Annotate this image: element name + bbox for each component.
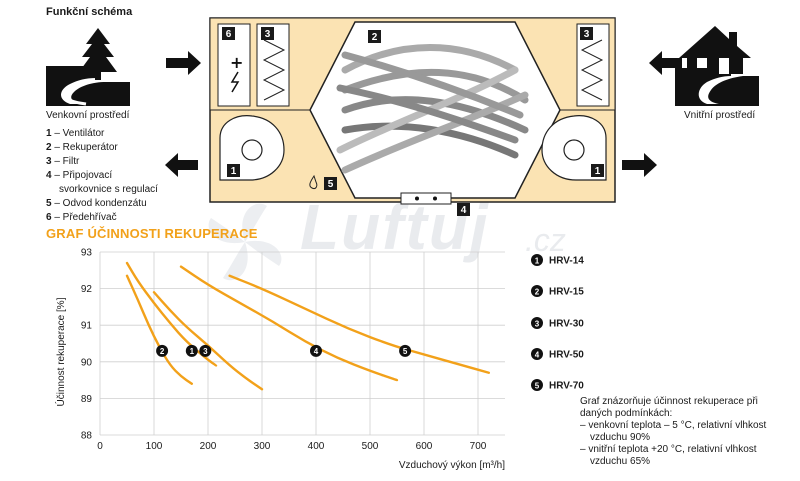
x-tick-label: 300 bbox=[254, 441, 271, 452]
series-line-hrv-14 bbox=[125, 261, 218, 367]
svg-text:HRV-15: HRV-15 bbox=[549, 287, 584, 298]
series-marker-label: 4 bbox=[314, 347, 319, 356]
watermark-tld: .cz bbox=[525, 222, 566, 258]
condensate-drop-icon bbox=[309, 174, 318, 189]
arrow-return-icon bbox=[649, 51, 682, 75]
note-line: – venkovní teplota – 5 °C, relativní vlh… bbox=[580, 420, 767, 431]
chart-note: Graf znázorňuje účinnost rekuperace při … bbox=[580, 396, 766, 468]
x-tick-label: 600 bbox=[416, 441, 433, 452]
badge-preheater: 6 bbox=[226, 29, 232, 40]
svg-text:3: 3 bbox=[535, 320, 540, 329]
y-tick-label: 90 bbox=[81, 357, 93, 368]
y-tick-label: 89 bbox=[81, 394, 93, 405]
chart-grid bbox=[99, 251, 505, 436]
series-marker-hrv-70 bbox=[399, 344, 412, 357]
series-marker-label: 2 bbox=[160, 347, 165, 356]
inside-label: Vnitřní prostředí bbox=[684, 110, 756, 121]
series-key-item: 3 HRV-30 bbox=[531, 317, 584, 330]
svg-text:4: 4 bbox=[535, 351, 540, 360]
arrow-intake-icon bbox=[166, 51, 201, 75]
outdoor-tree-icon bbox=[46, 28, 130, 106]
series-key-item: 4 HRV-50 bbox=[531, 348, 584, 361]
badge-drain: 5 bbox=[328, 179, 334, 190]
x-tick-label: 500 bbox=[362, 441, 379, 452]
efficiency-chart: 0 100 200 300 400 500 600 700 88 89 90 91 92 93 1 2 3 4 5… bbox=[54, 248, 505, 472]
flow-arrows bbox=[165, 51, 682, 177]
series-line-hrv-15 bbox=[125, 274, 193, 385]
svg-text:5: 5 bbox=[535, 382, 540, 391]
legend-item: 1 – Ventilátor bbox=[46, 128, 105, 139]
arrow-supply-icon bbox=[622, 153, 657, 177]
series-marker-label: 5 bbox=[403, 347, 408, 356]
chart-title: GRAF ÚČINNOSTI REKUPERACE bbox=[46, 226, 258, 241]
x-tick-label: 100 bbox=[146, 441, 163, 452]
badge-recuperator: 2 bbox=[372, 32, 378, 43]
x-tick-label: 0 bbox=[97, 441, 103, 452]
series-key-item: 1 HRV-14 bbox=[531, 254, 584, 267]
x-axis-label: Vzduchový výkon [m³/h] bbox=[399, 460, 505, 471]
fan-right bbox=[541, 115, 607, 181]
unit-schematic: + bbox=[209, 17, 616, 205]
series-key-item: 5 HRV-70 bbox=[531, 379, 584, 392]
legend-item: 3 – Filtr bbox=[46, 156, 80, 167]
svg-text:HRV-14: HRV-14 bbox=[549, 256, 584, 267]
component-legend: 1 – Ventilátor 2 – Rekuperátor 3 – Filtr… bbox=[46, 127, 158, 225]
series-marker-hrv-15 bbox=[156, 344, 169, 357]
series-marker-hrv-50 bbox=[310, 344, 322, 357]
svg-text:1: 1 bbox=[535, 257, 540, 266]
series-marker-label: 1 bbox=[190, 347, 195, 356]
svg-text:HRV-70: HRV-70 bbox=[549, 381, 584, 392]
series-key: 1 HRV-14 2 HRV-15 3 HRV-30 4 HRV-50 5 HRV-70 bbox=[530, 252, 650, 402]
series-line-hrv-70 bbox=[228, 274, 490, 374]
series-key-item: 2 HRV-15 bbox=[531, 285, 584, 298]
chart-markers: 1 2 3 4 5 bbox=[156, 344, 412, 357]
svg-text:+: + bbox=[230, 53, 243, 72]
legend-item: 2 – Rekuperátor bbox=[46, 142, 118, 153]
y-axis-label: Účinnost rekuperace [%] bbox=[54, 297, 67, 406]
schema-badges: 6 3 2 3 1 5 1 4 bbox=[165, 27, 682, 216]
svg-text:2: 2 bbox=[535, 288, 540, 297]
series-marker-label: 3 bbox=[203, 347, 208, 356]
schema-title: Funkční schéma bbox=[46, 6, 133, 18]
y-tick-label: 91 bbox=[81, 321, 93, 332]
badge-fan-left: 1 bbox=[231, 166, 237, 177]
watermark-text: Luftuj bbox=[300, 191, 490, 263]
badge-fan-right: 1 bbox=[595, 166, 601, 177]
note-line: Graf znázorňuje účinnost rekuperace při bbox=[580, 396, 758, 407]
chart-ticks: 0 100 200 300 400 500 600 700 88 89 90 91 92 93 bbox=[81, 248, 487, 453]
y-tick-label: 93 bbox=[81, 248, 93, 259]
svg-text:HRV-50: HRV-50 bbox=[549, 350, 584, 361]
y-tick-label: 92 bbox=[81, 284, 93, 295]
y-tick-label: 88 bbox=[81, 431, 93, 442]
note-line: vzduchu 65% bbox=[590, 456, 651, 467]
arrow-exhaust-icon bbox=[165, 153, 198, 177]
fan-left bbox=[219, 115, 285, 181]
series-marker-hrv-14 bbox=[185, 344, 198, 357]
note-line: vzduchu 90% bbox=[590, 432, 651, 443]
terminal-block bbox=[400, 192, 452, 205]
legend-item: svorkovnice s regulací bbox=[59, 184, 158, 195]
badge-filter-right: 3 bbox=[584, 29, 590, 40]
note-line: – vnitřní teplota +20 °C, relativní vlhk… bbox=[580, 444, 757, 455]
badge-terminal: 4 bbox=[461, 205, 467, 216]
watermark-fan-icon bbox=[208, 203, 282, 281]
legend-item: 4 – Připojovací bbox=[46, 170, 113, 181]
legend-item: 6 – Předehřívač bbox=[46, 212, 117, 223]
x-tick-label: 700 bbox=[470, 441, 487, 452]
series-key-list: 1 HRV-14 2 HRV-15 3 HRV-30 4 HRV-50 5 HRV-70 bbox=[531, 254, 584, 392]
badge-filter-left: 3 bbox=[265, 29, 271, 40]
chart-lines bbox=[125, 261, 490, 391]
series-marker-hrv-30 bbox=[199, 344, 212, 357]
note-line: daných podmínkách: bbox=[580, 408, 673, 419]
x-tick-label: 400 bbox=[308, 441, 325, 452]
x-tick-label: 200 bbox=[200, 441, 217, 452]
indoor-house-icon bbox=[675, 26, 759, 106]
svg-text:HRV-30: HRV-30 bbox=[549, 319, 584, 330]
series-line-hrv-50 bbox=[179, 265, 399, 382]
legend-item: 5 – Odvod kondenzátu bbox=[46, 198, 147, 209]
airflow-arrows bbox=[336, 44, 529, 174]
outside-label: Venkovní prostředí bbox=[46, 110, 130, 121]
